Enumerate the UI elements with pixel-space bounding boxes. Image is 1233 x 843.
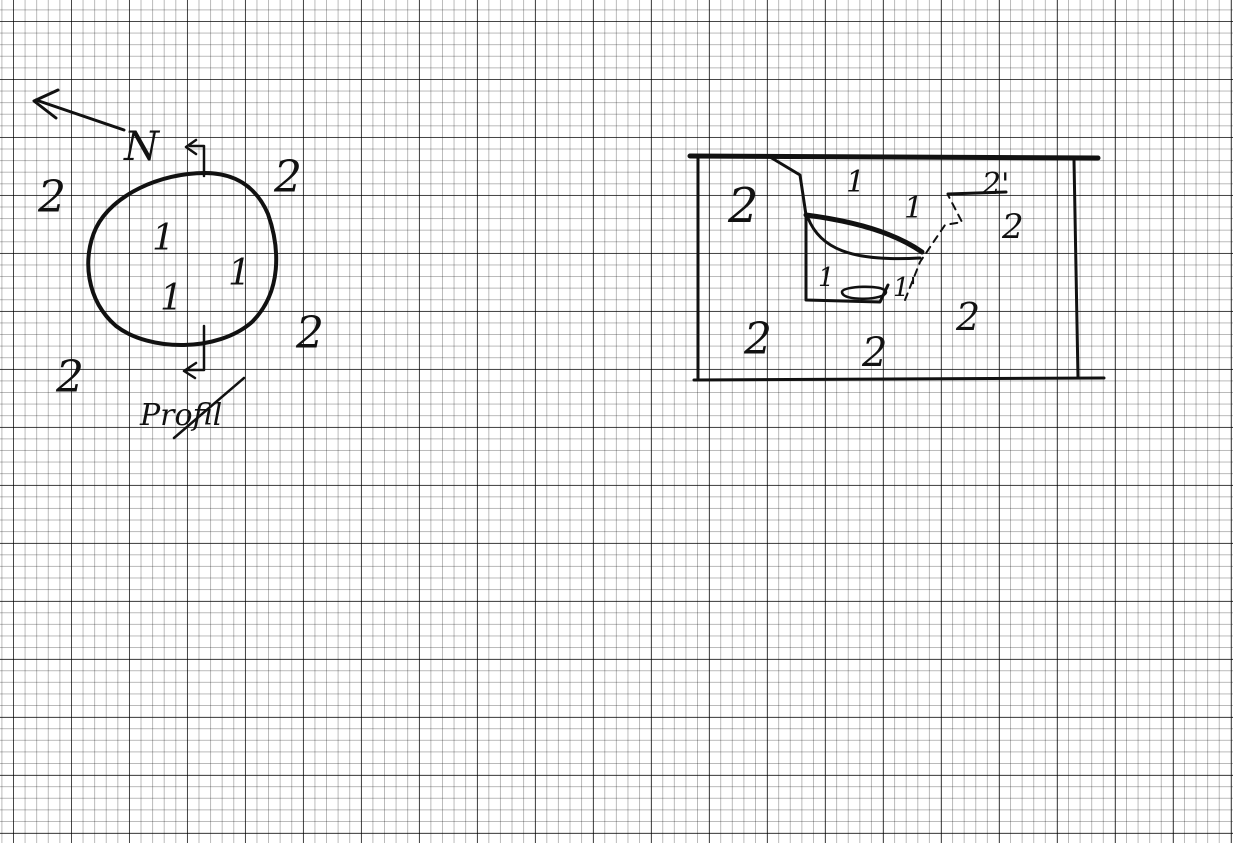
section-zone-label: 2 [1001,207,1024,247]
section-zone-label: 2 [861,330,887,376]
section-zone-label: 1' [893,273,917,303]
inclusion-outline [842,287,886,299]
profile-label: Profil [139,398,222,433]
section-zone-label: 2 [743,314,772,365]
section-zone-label: 1 [904,191,923,226]
section-zone-label: 1 [846,165,865,200]
plan-zone-label: 1 [228,253,251,294]
plan-zone-label: 2 [55,352,84,403]
plan-zone-label: 2 [37,172,66,223]
plan-zone-label: 2 [295,308,324,359]
plan-zone-label: 1 [160,278,183,319]
section-zone-label: 2 [727,178,759,234]
section-zone-label: 2 [955,295,980,339]
plan-zone-label: 1 [190,299,191,301]
plan-zone-label: 1 [152,218,175,259]
section-zone-label: 2' [981,167,1009,202]
plan-sketch: N Profil 1 1 1 1 2 2 2 2 [34,90,324,438]
ground-surface-line [690,156,1098,158]
section-zone-label: 1 [818,263,835,293]
north-arrow-icon [34,90,124,130]
section-sketch: 2 1 1 2' 2 1 1' 2 2 2 [690,156,1104,380]
north-label: N [123,124,161,170]
plan-zone-label: 2 [273,152,302,203]
